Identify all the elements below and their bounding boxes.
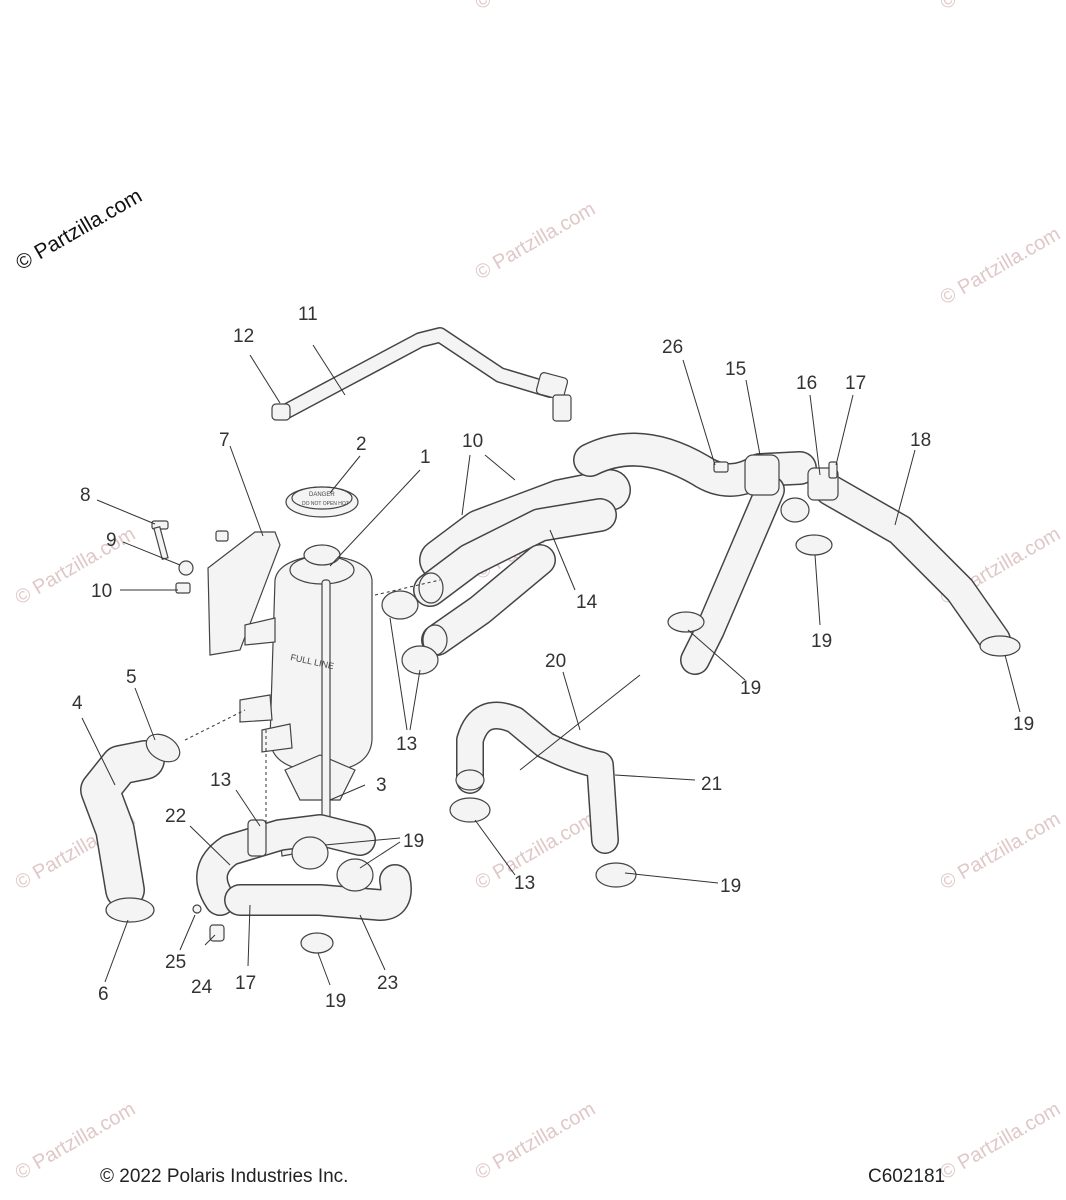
mid-hose <box>455 674 641 854</box>
callout-4: 4 <box>72 693 83 714</box>
leader-lines <box>81 344 1021 986</box>
callout-13c: 13 <box>514 873 535 894</box>
callout-23: 23 <box>377 973 398 994</box>
upper-right-pipes <box>573 432 1011 675</box>
coolant-bottle: FULL LINE <box>239 544 373 857</box>
bolt-group-left <box>151 520 229 594</box>
svg-text:DANGER: DANGER <box>309 492 335 498</box>
callout-labels: 1 2 3 4 5 6 7 8 9 10 10 11 12 13 13 13 1… <box>72 304 1034 1012</box>
hose-clamps <box>105 534 1021 954</box>
callout-13a: 13 <box>396 734 417 755</box>
watermark-3: © Partzilla.com <box>12 523 140 609</box>
svg-text:DO NOT OPEN HOT: DO NOT OPEN HOT <box>302 501 349 507</box>
callout-10b: 10 <box>462 431 483 452</box>
callout-19a: 19 <box>811 631 832 652</box>
callout-24: 24 <box>191 977 213 998</box>
callout-19f: 19 <box>325 991 346 1012</box>
callout-21: 21 <box>701 774 722 795</box>
callout-3: 3 <box>376 775 387 796</box>
callout-19d: 19 <box>403 831 424 852</box>
callout-18: 18 <box>910 430 931 451</box>
watermark-12: © Partzilla.com <box>472 0 600 14</box>
callout-11: 11 <box>298 304 318 325</box>
mounting-bracket <box>207 531 281 656</box>
watermark-layer: © Partzilla.com © Partzilla.com © Partzi… <box>12 0 1065 1184</box>
drawing-code: C602181 <box>868 1166 946 1187</box>
watermark-11: © Partzilla.com <box>937 1098 1065 1184</box>
callout-7: 7 <box>219 430 230 451</box>
watermark-2: © Partzilla.com <box>937 223 1065 309</box>
callout-15: 15 <box>725 359 746 380</box>
assembly-lines <box>184 579 441 830</box>
callout-25: 25 <box>165 952 186 973</box>
callout-17a: 17 <box>845 373 866 394</box>
callout-9: 9 <box>106 530 117 551</box>
callout-13b: 13 <box>210 770 231 791</box>
callout-14: 14 <box>576 592 598 613</box>
watermark-13: © Partzilla.com <box>937 0 1065 14</box>
callout-8: 8 <box>80 485 91 506</box>
callout-5: 5 <box>126 667 137 688</box>
callout-6: 6 <box>98 984 109 1005</box>
callout-22: 22 <box>165 806 186 827</box>
callout-1: 1 <box>420 447 431 468</box>
callout-12: 12 <box>233 326 254 347</box>
callout-19c: 19 <box>1013 714 1034 735</box>
callout-26: 26 <box>662 337 683 358</box>
callout-17b: 17 <box>235 973 256 994</box>
callout-2: 2 <box>356 434 367 455</box>
small-hose-clamp <box>271 403 291 421</box>
callout-20: 20 <box>545 651 566 672</box>
watermark-7: © Partzilla.com <box>472 808 600 894</box>
callout-19e: 19 <box>720 876 741 897</box>
watermark-8: © Partzilla.com <box>937 808 1065 894</box>
callout-19b: 19 <box>740 678 761 699</box>
inlet-elbow-hose <box>80 740 165 910</box>
copyright-text: © 2022 Polaris Industries Inc. <box>100 1166 349 1187</box>
callout-16: 16 <box>796 373 817 394</box>
watermark-1: © Partzilla.com <box>472 198 600 284</box>
vent-hose <box>277 327 572 422</box>
pressure-cap: DANGER DO NOT OPEN HOT <box>285 486 359 518</box>
watermark-10: © Partzilla.com <box>472 1098 600 1184</box>
coolant-pipe-main <box>413 469 631 656</box>
lower-manifold <box>192 814 412 942</box>
callout-10a: 10 <box>91 581 112 602</box>
